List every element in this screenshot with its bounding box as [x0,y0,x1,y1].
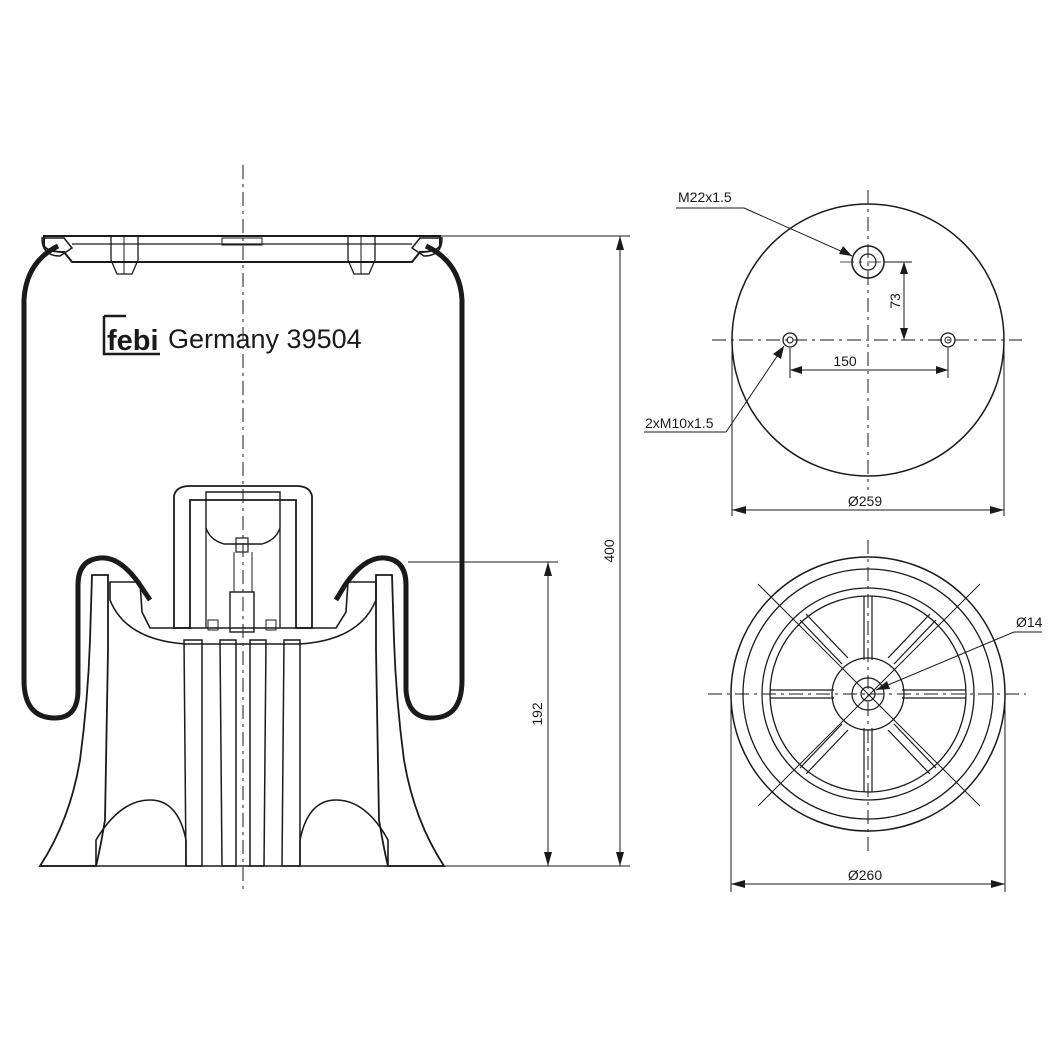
bolt-hole-left [782,332,798,348]
bolt-spacing-label: 150 [833,353,857,369]
top-thread-label: M22x1.5 [678,189,732,205]
brand-caption: Germany 39504 [168,324,362,354]
top-plate [43,235,441,263]
center-hole-label: Ø14 [1016,614,1043,630]
piston-body [38,574,109,867]
dim-piston-height: 192 [408,561,558,866]
top-stud-right [347,235,376,275]
febi-logo: febi [102,314,160,357]
top-diameter-label: Ø259 [848,493,882,509]
rubber-bellow [21,243,153,721]
piston-cup [173,485,313,629]
offset-label: 73 [887,293,903,309]
top-view: M22x1.5 73 150 2xM10x1.5 Ø259 [644,189,1022,516]
bottom-diameter-label: Ø260 [848,867,882,883]
center-hole [860,686,876,702]
side-view: 400 192 febi Germany 39504 [21,165,630,890]
piston-height-label: 192 [529,702,545,726]
bottom-view: Ø14 Ø260 [708,540,1043,892]
dim-overall-height: 400 [440,235,630,867]
top-stud-left [110,235,139,275]
piston-ribs [770,596,966,792]
center-bolt [229,591,255,633]
bolt-hole-right [940,332,956,348]
overall-height-label: 400 [601,539,617,563]
piston-hub [831,657,905,731]
bolt-thread-label: 2xM10x1.5 [645,415,714,431]
svg-text:febi: febi [107,325,159,357]
